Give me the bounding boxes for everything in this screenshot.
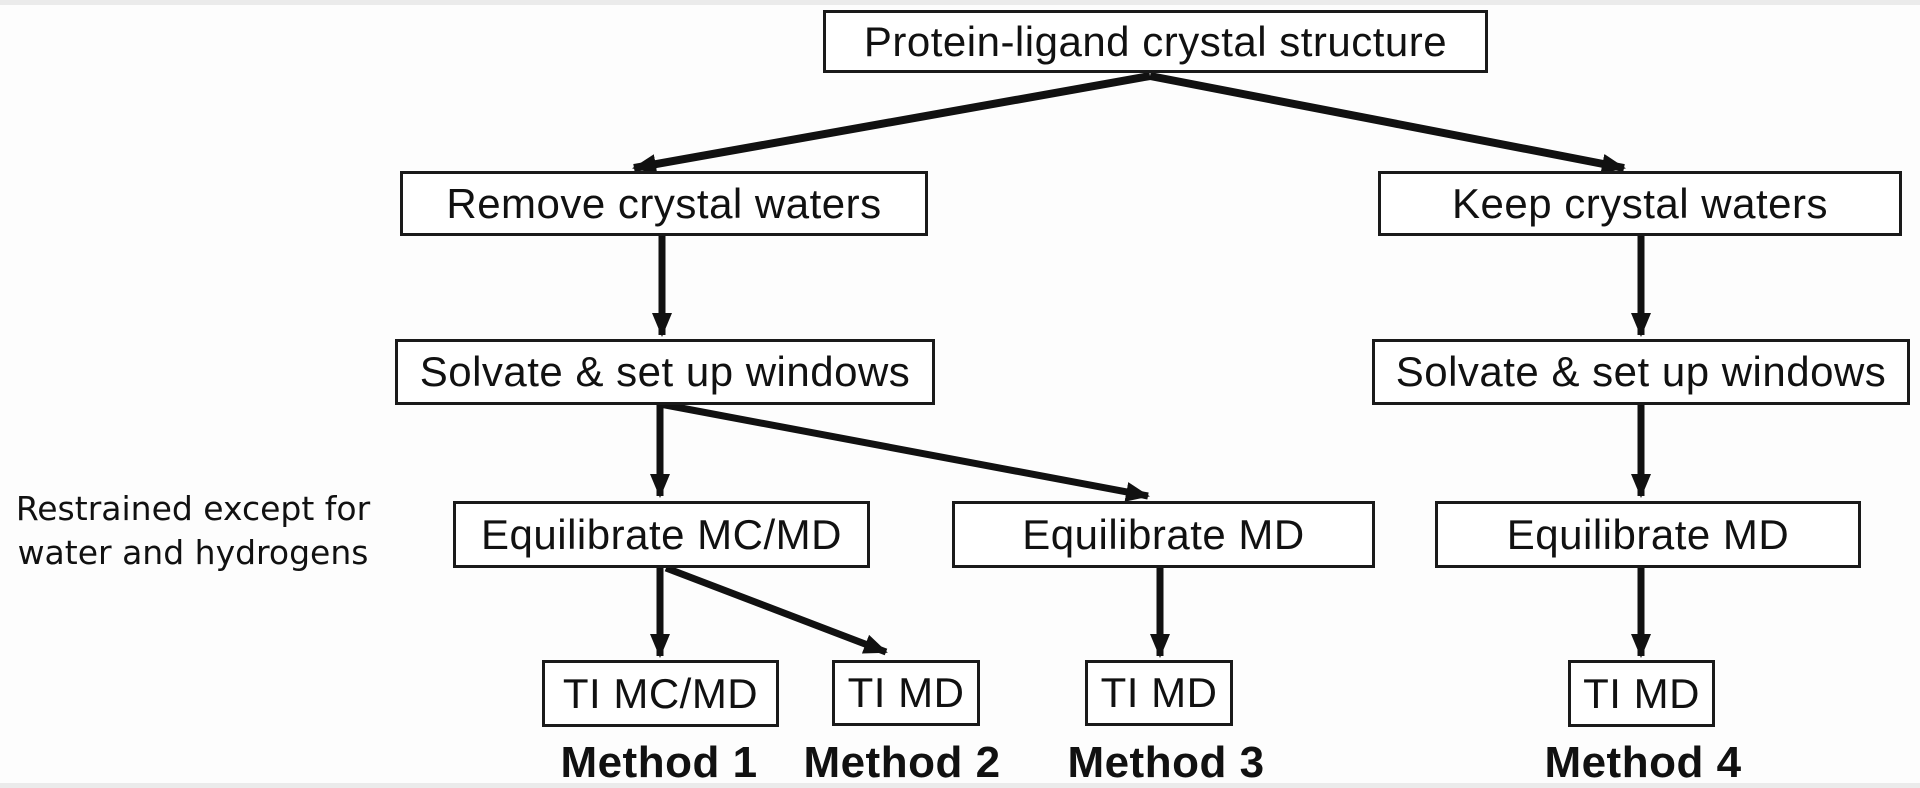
edge-root-to-remove-waters [632, 72, 1151, 174]
restraint-annotation: Restrained except for water and hydrogen… [2, 487, 384, 575]
node-equilibrate-mcmd: Equilibrate MC/MD [453, 501, 870, 568]
node-ti-mcmd: TI MC/MD [542, 660, 779, 727]
node-ti-md-method4: TI MD [1568, 660, 1715, 727]
scan-artifact-top [0, 0, 1920, 5]
method-3-label: Method 3 [1067, 738, 1265, 787]
scan-artifact-bottom [0, 783, 1920, 788]
node-solvate-setup-windows-left: Solvate & set up windows [395, 339, 935, 405]
node-ti-md-method3: TI MD [1085, 660, 1233, 726]
node-keep-crystal-waters: Keep crystal waters [1378, 171, 1902, 236]
method-1-label: Method 1 [560, 738, 758, 787]
node-solvate-setup-windows-right: Solvate & set up windows [1372, 339, 1910, 405]
edge-equilibrate-mcmd-to-ti-md-2 [664, 564, 888, 656]
node-protein-ligand-crystal-structure: Protein-ligand crystal structure [823, 10, 1488, 73]
node-remove-crystal-waters: Remove crystal waters [400, 171, 928, 236]
node-ti-md-method2: TI MD [832, 660, 980, 726]
node-equilibrate-md-middle: Equilibrate MD [952, 501, 1375, 568]
node-equilibrate-md-right: Equilibrate MD [1435, 501, 1861, 568]
restraint-annotation-line1: Restrained except for [15, 489, 371, 528]
edge-root-to-keep-waters [1149, 72, 1626, 174]
method-4-label: Method 4 [1544, 738, 1742, 787]
method-2-label: Method 2 [803, 738, 1001, 787]
edge-solvate-left-to-equilibrate-md-middle [659, 400, 1150, 502]
restraint-annotation-line2: water and hydrogens [17, 533, 369, 572]
